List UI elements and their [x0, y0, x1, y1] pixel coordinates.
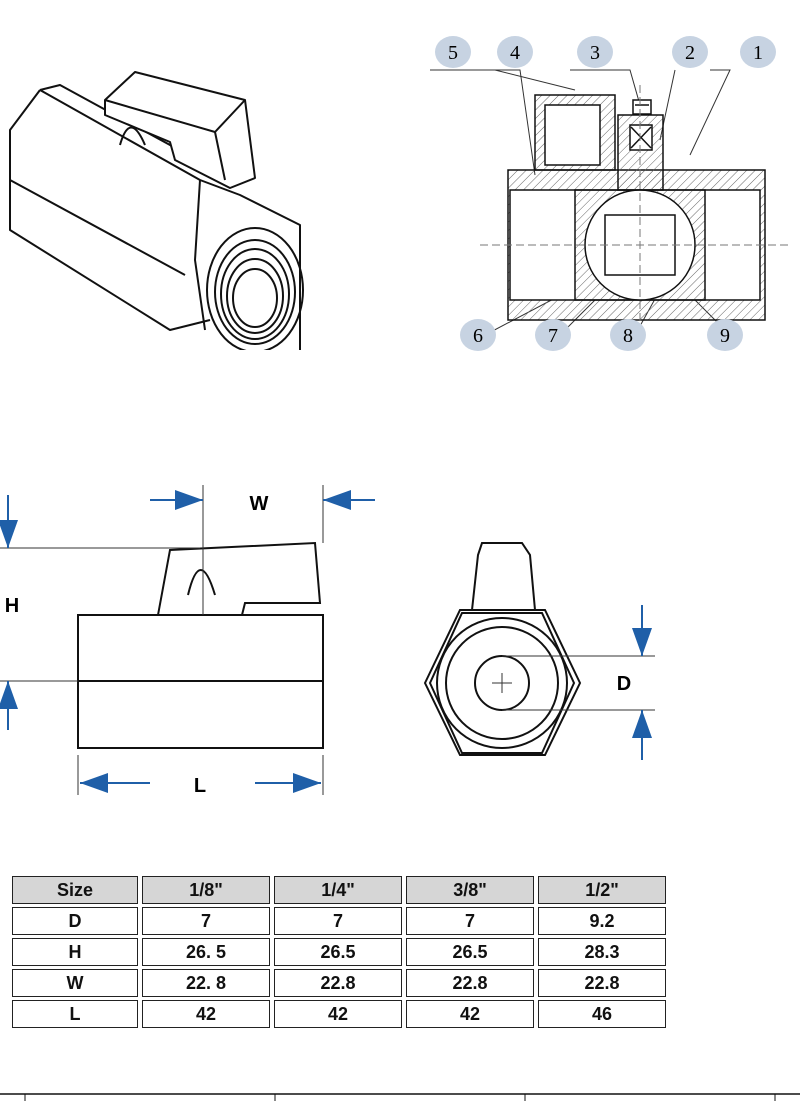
- table-cell: 26.5: [406, 938, 534, 966]
- svg-text:7: 7: [548, 325, 558, 347]
- table-cell: 7: [406, 907, 534, 935]
- callout-bubble: 8: [610, 319, 646, 351]
- table-cell: 7: [274, 907, 402, 935]
- svg-text:8: 8: [623, 325, 633, 347]
- callout-bubble: 2: [672, 36, 708, 68]
- callout-bubble: 9: [707, 319, 743, 351]
- table-row: H 26. 5 26.5 26.5 28.3: [12, 938, 666, 966]
- dimension-d-label: D: [617, 673, 631, 695]
- dimension-h-label: H: [5, 595, 19, 617]
- svg-text:5: 5: [448, 42, 458, 64]
- table-cell: 22.8: [406, 969, 534, 997]
- svg-text:9: 9: [720, 325, 730, 347]
- valve-end-view-drawing: D: [423, 542, 655, 760]
- table-row: D 7 7 7 9.2: [12, 907, 666, 935]
- table-header-cell: 1/8": [142, 876, 270, 904]
- callout-bubbles: 5 4 3 2 1 6 7 8 9: [435, 36, 776, 351]
- table-cell: 42: [406, 1000, 534, 1028]
- svg-text:2: 2: [685, 42, 695, 64]
- svg-text:4: 4: [510, 42, 520, 64]
- callout-bubble: 3: [577, 36, 613, 68]
- table-header-cell: Size: [12, 876, 138, 904]
- table-cell: 46: [538, 1000, 666, 1028]
- table-cell: 28.3: [538, 938, 666, 966]
- table-header-row: Size 1/8" 1/4" 3/8" 1/2": [12, 876, 666, 904]
- svg-text:6: 6: [473, 325, 483, 347]
- table-cell: 42: [274, 1000, 402, 1028]
- table-row-label: L: [12, 1000, 138, 1028]
- dimension-w-label: W: [250, 493, 269, 515]
- table-cell: 42: [142, 1000, 270, 1028]
- table-row-label: W: [12, 969, 138, 997]
- table-row: L 42 42 42 46: [12, 1000, 666, 1028]
- callout-bubble: 4: [497, 36, 533, 68]
- table-cell: 22. 8: [142, 969, 270, 997]
- table-cell: 22.8: [274, 969, 402, 997]
- table-row-label: D: [12, 907, 138, 935]
- table-row: W 22. 8 22.8 22.8 22.8: [12, 969, 666, 997]
- valve-isometric-drawing: [9, 71, 304, 350]
- spec-table: Size 1/8" 1/4" 3/8" 1/2" D 7 7 7 9.2 H 2…: [8, 873, 670, 1031]
- callout-bubble: 1: [740, 36, 776, 68]
- callout-bubble: 7: [535, 319, 571, 351]
- svg-text:1: 1: [753, 42, 763, 64]
- table-cell: 9.2: [538, 907, 666, 935]
- valve-side-view-drawing: W H L: [0, 485, 375, 797]
- svg-text:3: 3: [590, 42, 600, 64]
- table-cell: 22.8: [538, 969, 666, 997]
- table-cell: 7: [142, 907, 270, 935]
- table-header-cell: 3/8": [406, 876, 534, 904]
- table-row-label: H: [12, 938, 138, 966]
- table-cell: 26. 5: [142, 938, 270, 966]
- table-header-cell: 1/4": [274, 876, 402, 904]
- footer-rule: [0, 1093, 800, 1101]
- valve-cross-section-drawing: 5 4 3 2 1 6 7 8 9: [430, 36, 790, 351]
- dimension-l-label: L: [194, 775, 206, 797]
- table-header-cell: 1/2": [538, 876, 666, 904]
- table-cell: 26.5: [274, 938, 402, 966]
- callout-bubble: 5: [435, 36, 471, 68]
- callout-bubble: 6: [460, 319, 496, 351]
